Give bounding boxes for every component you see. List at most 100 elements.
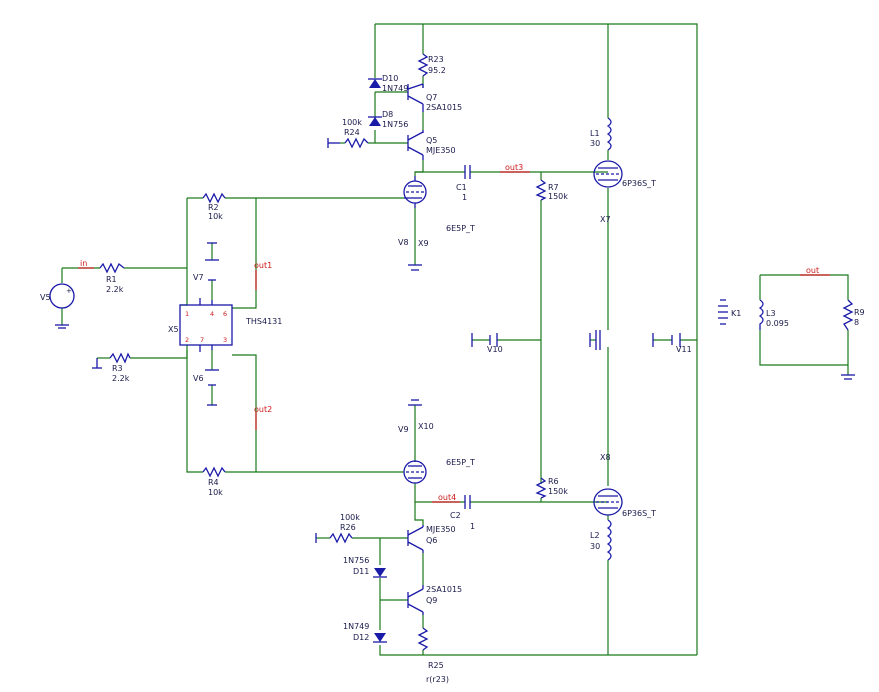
- x5-pin-1: 1: [185, 310, 189, 318]
- v6-label: V6: [193, 374, 204, 383]
- r3-value: 2.2k: [112, 374, 130, 383]
- net-out2: out2: [254, 405, 272, 430]
- c2-label: C2: [450, 511, 461, 520]
- l3-value: 0.095: [766, 319, 789, 328]
- resistor-r26[interactable]: 100k R26: [315, 513, 360, 544]
- x7-label: X7: [600, 215, 611, 224]
- svg-text:out: out: [806, 266, 819, 275]
- r3-label: R3: [112, 364, 123, 373]
- x10-label: X10: [418, 422, 434, 431]
- transformer-k1[interactable]: K1: [718, 299, 741, 325]
- d11-value: 1N756: [343, 556, 369, 565]
- transistor-q9[interactable]: 2SA1015 Q9: [407, 585, 462, 615]
- r24-value: 100k: [342, 118, 362, 127]
- r26-value: 100k: [340, 513, 360, 522]
- diode-d10[interactable]: D10 1N749: [368, 74, 408, 93]
- battery-v10[interactable]: V10: [471, 333, 503, 354]
- q5-value: MJE350: [426, 146, 456, 155]
- svg-text:in: in: [80, 259, 87, 268]
- net-out3: out3: [500, 163, 530, 173]
- x5-label: X5: [168, 325, 179, 334]
- r23-label: R23: [428, 55, 444, 64]
- r4-value: 10k: [208, 488, 223, 497]
- x5-pin-7: 7: [200, 336, 204, 344]
- k1-label: K1: [731, 309, 741, 318]
- tube-x7[interactable]: 6P36S_T X7: [593, 160, 656, 224]
- v11-label: V11: [676, 345, 692, 354]
- inductor-l2[interactable]: L2 30: [590, 519, 612, 561]
- r25-label: R25: [428, 661, 444, 670]
- resistor-r9[interactable]: R9 8: [842, 299, 865, 331]
- v10-label: V10: [487, 345, 503, 354]
- resistor-r4[interactable]: R4 10k: [202, 466, 226, 497]
- svg-text:out2: out2: [254, 405, 272, 414]
- v8-label: V8: [398, 238, 409, 247]
- d12-value: 1N749: [343, 622, 369, 631]
- battery-v6[interactable]: V6: [193, 369, 219, 406]
- resistor-r6[interactable]: R6 150k: [535, 477, 568, 499]
- x5-pin-2: 2: [185, 336, 189, 344]
- capacitor-c1[interactable]: C1 1: [456, 165, 471, 202]
- tube-x8[interactable]: 6P36S_T X8: [593, 453, 656, 518]
- svg-text:out3: out3: [505, 163, 523, 172]
- r25-value: r(r23): [426, 675, 449, 684]
- x9-value: 6E5P_T: [446, 224, 475, 233]
- battery-center[interactable]: [589, 330, 601, 350]
- q6-value: MJE350: [426, 525, 456, 534]
- transistor-q6[interactable]: MJE350 Q6: [407, 525, 456, 553]
- resistor-r24[interactable]: 100k R24: [327, 118, 369, 149]
- diode-d8[interactable]: D8 1N756: [368, 110, 408, 129]
- capacitor-c2[interactable]: C2 1: [450, 495, 475, 531]
- q5-label: Q5: [426, 136, 437, 145]
- l2-label: L2: [590, 531, 600, 540]
- net-out: out: [800, 266, 830, 276]
- opamp-x5[interactable]: 1 4 6 2 7 3 X5 THS4131: [168, 298, 282, 352]
- x5-pin-4: 4: [210, 310, 214, 318]
- x7-value: 6P36S_T: [622, 179, 656, 188]
- net-out1: out1: [254, 261, 272, 290]
- resistor-r3[interactable]: R3 2.2k: [92, 352, 131, 383]
- r7-value: 150k: [548, 192, 568, 201]
- c2-value: 1: [470, 522, 475, 531]
- resistor-r2[interactable]: R2 10k: [202, 192, 226, 221]
- d8-value: 1N756: [382, 120, 408, 129]
- d10-label: D10: [382, 74, 398, 83]
- battery-v8[interactable]: V8: [398, 238, 422, 271]
- svg-text:out4: out4: [438, 493, 456, 502]
- tube-x10[interactable]: 6E5P_T X10: [403, 422, 475, 484]
- transistor-q5[interactable]: Q5 MJE350: [407, 130, 456, 160]
- inductor-l3[interactable]: L3 0.095: [758, 299, 789, 330]
- x5-pin-6: 6: [223, 310, 227, 318]
- battery-v9[interactable]: V9: [398, 399, 422, 434]
- v5-label: V5: [40, 293, 51, 302]
- diode-d11[interactable]: 1N756 D11: [343, 556, 387, 578]
- resistor-r23[interactable]: R23 95.2: [417, 53, 446, 77]
- resistor-r25[interactable]: R25 r(r23): [417, 627, 449, 684]
- x5-pin-3: 3: [223, 336, 227, 344]
- q7-label: Q7: [426, 93, 437, 102]
- v7-label: V7: [193, 273, 204, 282]
- r24-label: R24: [344, 128, 360, 137]
- l1-value: 30: [590, 139, 600, 148]
- voltage-source-v5[interactable]: + V5: [40, 283, 75, 329]
- resistor-r7[interactable]: R7 150k: [535, 179, 568, 201]
- battery-v11[interactable]: V11: [652, 333, 692, 354]
- d12-label: D12: [353, 633, 369, 642]
- resistor-r1[interactable]: R1 2.2k: [99, 262, 125, 294]
- r7-label: R7: [548, 183, 559, 192]
- r6-label: R6: [548, 477, 559, 486]
- battery-v7[interactable]: V7: [193, 242, 219, 282]
- tube-x9[interactable]: 6E5P_T X9: [403, 176, 475, 248]
- r23-value: 95.2: [428, 66, 446, 75]
- q6-label: Q6: [426, 536, 437, 545]
- r26-label: R26: [340, 523, 356, 532]
- x9-label: X9: [418, 239, 429, 248]
- r4-label: R4: [208, 478, 219, 487]
- l3-label: L3: [766, 309, 776, 318]
- inductor-l1[interactable]: L1 30: [590, 117, 612, 151]
- r1-value: 2.2k: [106, 285, 124, 294]
- d10-value: 1N749: [382, 84, 408, 93]
- transistor-q7[interactable]: Q7 2SA1015: [407, 83, 462, 112]
- q9-value: 2SA1015: [426, 585, 462, 594]
- diode-d12[interactable]: 1N749 D12: [343, 622, 387, 643]
